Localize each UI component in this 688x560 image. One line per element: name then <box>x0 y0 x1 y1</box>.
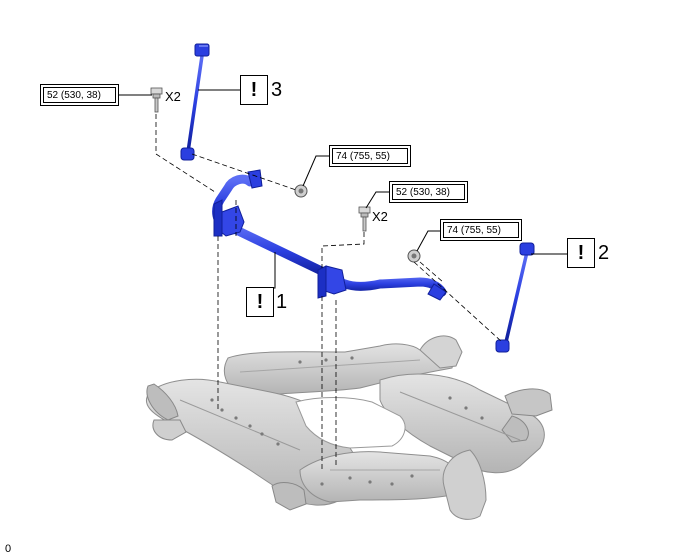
bolt-icon <box>150 87 163 113</box>
torque-spec-right-nut: 74 (755, 55) <box>440 219 522 241</box>
torque-spec-text: 52 (530, 38) <box>43 87 116 103</box>
leader-lines <box>118 89 568 289</box>
quantity-label-left: X2 <box>165 89 181 104</box>
part-number-3: 3 <box>271 79 283 101</box>
bolt-icon <box>358 206 371 232</box>
illustration-code: 0 <box>5 543 12 555</box>
torque-spec-left-bolt: 52 (530, 38) <box>40 84 119 106</box>
part-number-2: 2 <box>598 242 610 264</box>
front-suspension-crossmember <box>145 335 553 520</box>
torque-spec-text: 52 (530, 38) <box>392 184 465 200</box>
part-number-1: 1 <box>276 291 288 313</box>
front-stabilizer-bar <box>212 169 447 301</box>
torque-spec-right-bolt: 52 (530, 38) <box>389 181 468 203</box>
torque-spec-left-nut: 74 (755, 55) <box>329 145 411 167</box>
caution-icon: ! <box>246 287 274 317</box>
assembly-lines <box>155 114 503 470</box>
nut-icon <box>294 184 308 198</box>
torque-spec-text: 74 (755, 55) <box>332 148 408 164</box>
nut-icon <box>407 249 421 263</box>
caution-icon: ! <box>240 75 268 105</box>
stabilizer-link-left <box>180 43 210 161</box>
quantity-label-right: X2 <box>372 209 388 224</box>
stabilizer-link-right <box>495 242 535 353</box>
caution-icon: ! <box>567 238 595 268</box>
torque-spec-text: 74 (755, 55) <box>443 222 519 238</box>
